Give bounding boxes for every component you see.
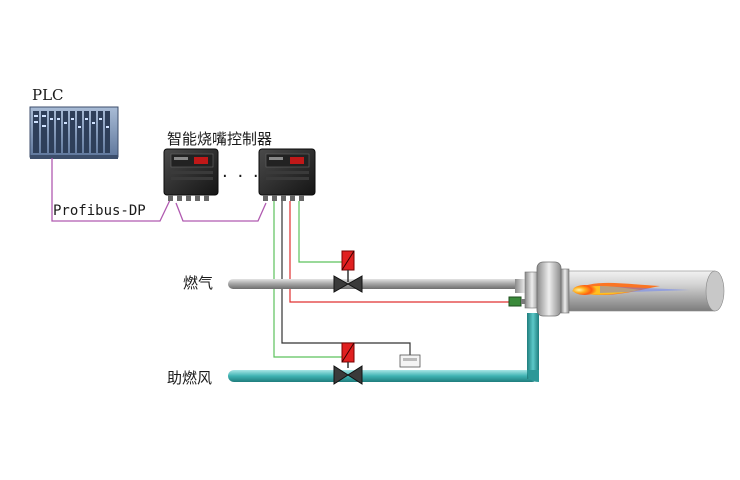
flame-icon [572, 282, 690, 296]
controllers-label: 智能烧嘴控制器 [167, 130, 273, 148]
air-pipe-riser [527, 313, 539, 379]
gas-pipe [228, 279, 528, 289]
burner-controller-2 [258, 148, 316, 201]
plc-label: PLC [32, 86, 64, 104]
air-valve-signal-wire [273, 201, 342, 358]
gas-solenoid-valve-icon [333, 250, 363, 293]
burner-controller-1 [163, 148, 219, 201]
gas-valve-signal-wire [298, 201, 342, 263]
gas-label: 燃气 [183, 274, 214, 292]
flame-sensor-icon [508, 296, 527, 307]
air-pipe [228, 370, 538, 382]
combustion-air-label: 助燃风 [167, 369, 213, 387]
bus-label: Profibus-DP [53, 203, 146, 219]
plc-rack-icon [29, 106, 119, 159]
profibus-cable [51, 158, 171, 222]
air-flow-sensor-icon [399, 354, 421, 368]
flow-sensor-signal-wire [281, 201, 411, 355]
air-solenoid-valve-icon [333, 342, 363, 385]
more-controllers-ellipsis: · · · [222, 166, 261, 187]
profibus-link-cable [175, 202, 267, 222]
flame-sensor-signal-wire [289, 201, 513, 303]
